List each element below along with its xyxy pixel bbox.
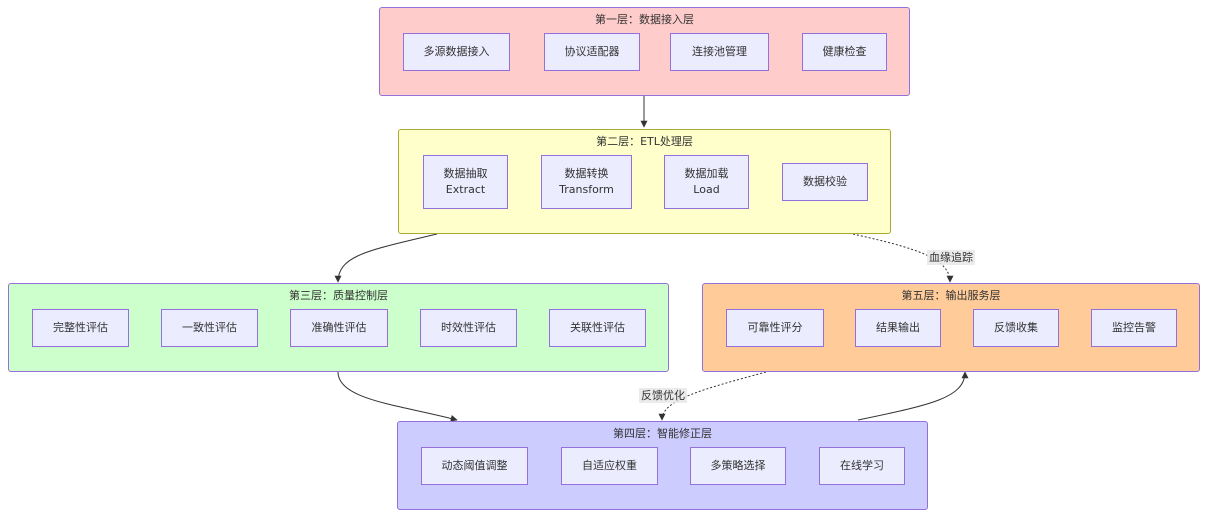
layer-data-ingestion: 第一层：数据接入层 多源数据接入 协议适配器 连接池管理 健康检查 (379, 7, 910, 96)
node-timeliness[interactable]: 时效性评估 (420, 309, 517, 347)
node-multi-source-ingestion[interactable]: 多源数据接入 (403, 33, 510, 71)
node-load[interactable]: 数据加载 Load (664, 155, 749, 209)
node-health-check[interactable]: 健康检查 (802, 33, 887, 71)
layer-output-service: 第五层：输出服务层 可靠性评分 结果输出 反馈收集 监控告警 (702, 283, 1200, 372)
layer-etl-processing: 第二层：ETL处理层 数据抽取 Extract 数据转换 Transform 数… (398, 129, 891, 234)
node-protocol-adapter[interactable]: 协议适配器 (544, 33, 640, 71)
node-multi-strategy[interactable]: 多策略选择 (690, 447, 786, 485)
node-validate[interactable]: 数据校验 (782, 163, 868, 201)
node-label: 关联性评估 (570, 321, 625, 334)
node-label: 健康检查 (822, 45, 867, 58)
node-label: 时效性评估 (441, 321, 496, 334)
node-label-cn: 数据抽取 (443, 167, 488, 180)
node-label: 完整性评估 (53, 321, 108, 334)
edge-layer5-to-layer4-feedback (658, 371, 767, 421)
layer-intelligent-correction: 第四层：智能修正层 动态阈值调整 自适应权重 多策略选择 在线学习 (397, 421, 928, 510)
layer-title: 第四层：智能修正层 (613, 427, 712, 440)
node-label: 自适应权重 (582, 459, 637, 472)
node-label-en: Extract (445, 183, 486, 196)
node-adaptive-weight[interactable]: 自适应权重 (561, 447, 658, 485)
layer-quality-control: 第三层：质量控制层 完整性评估 一致性评估 准确性评估 时效性评估 关联性评估 (8, 283, 669, 372)
node-connection-pool[interactable]: 连接池管理 (670, 33, 769, 71)
node-dynamic-threshold[interactable]: 动态阈值调整 (421, 447, 528, 485)
node-label: 多源数据接入 (423, 45, 490, 58)
node-label: 连接池管理 (692, 45, 747, 58)
node-transform[interactable]: 数据转换 Transform (541, 155, 632, 209)
node-monitoring-alert[interactable]: 监控告警 (1091, 309, 1177, 347)
node-label: 在线学习 (840, 459, 884, 472)
node-accuracy[interactable]: 准确性评估 (290, 309, 388, 347)
layer-title: 第三层：质量控制层 (289, 289, 388, 302)
edge-label-feedback: 反馈优化 (639, 388, 687, 403)
node-label: 反馈收集 (994, 321, 1038, 334)
node-label: 结果输出 (876, 321, 920, 334)
node-label-en: Transform (559, 183, 614, 196)
node-feedback-collection[interactable]: 反馈收集 (973, 309, 1059, 347)
node-result-output[interactable]: 结果输出 (855, 309, 941, 347)
node-label-en: Load (693, 183, 720, 196)
node-relevance[interactable]: 关联性评估 (549, 309, 646, 347)
node-label-cn: 数据转换 (564, 167, 609, 180)
node-extract[interactable]: 数据抽取 Extract (423, 155, 508, 209)
node-label: 多策略选择 (710, 459, 766, 472)
node-label-cn: 数据加载 (684, 167, 729, 180)
edge-label-lineage: 血缘追踪 (927, 250, 975, 265)
node-label: 数据校验 (803, 175, 847, 188)
node-label: 一致性评估 (182, 321, 237, 334)
edge-layer4-to-layer5 (857, 371, 969, 421)
node-consistency[interactable]: 一致性评估 (161, 309, 258, 347)
node-label: 可靠性评分 (747, 321, 803, 334)
edge-layer3-to-layer4 (337, 371, 458, 422)
node-online-learning[interactable]: 在线学习 (819, 447, 905, 485)
edge-layer2-to-layer3 (334, 233, 438, 283)
layer-title: 第二层：ETL处理层 (596, 135, 693, 148)
node-completeness[interactable]: 完整性评估 (32, 309, 129, 347)
node-label: 准确性评估 (311, 321, 367, 334)
layer-title: 第一层：数据接入层 (595, 13, 694, 26)
node-label: 监控告警 (1112, 321, 1156, 334)
node-label: 动态阈值调整 (441, 459, 508, 472)
node-reliability-score[interactable]: 可靠性评分 (726, 309, 824, 347)
node-label: 协议适配器 (564, 45, 620, 58)
layer-title: 第五层：输出服务层 (901, 289, 1001, 302)
